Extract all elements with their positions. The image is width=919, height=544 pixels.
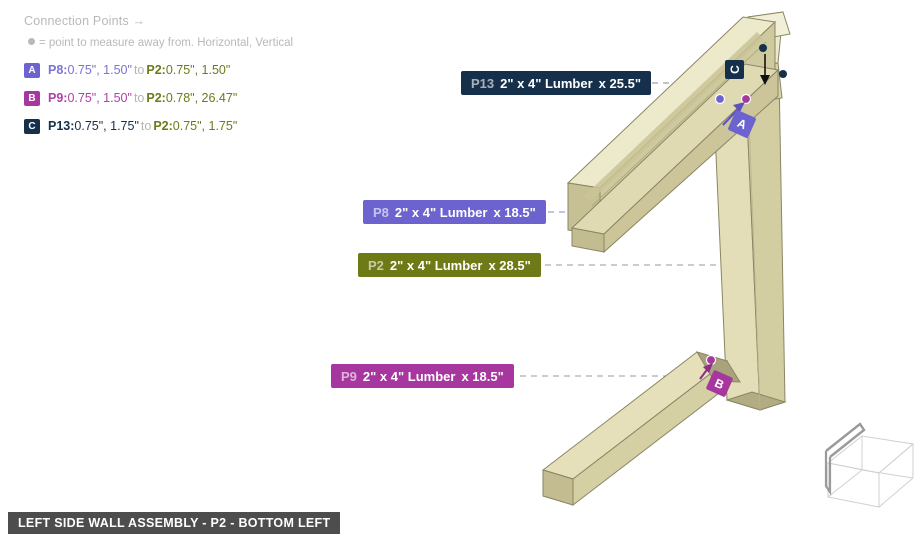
- callout-p9-material: 2" x 4" Lumber: [362, 368, 456, 384]
- callout-p13-part-id: P13: [471, 75, 495, 91]
- callout-p8-part-id: P8: [373, 204, 389, 220]
- legend-a-dest-id: P2:: [146, 63, 166, 78]
- connection-dot-a-source: [714, 93, 726, 105]
- context-wireframe-thumbnail: [824, 422, 915, 509]
- measure-point-dot-icon: [28, 38, 35, 45]
- callout-p13[interactable]: P13 2" x 4" Lumber x 25.5": [461, 71, 651, 95]
- legend-title: Connection Points →: [24, 14, 146, 28]
- legend-b-source-id: P9:: [48, 91, 68, 106]
- callout-p8-dimension: x 18.5": [493, 204, 536, 220]
- marker-badge-a: A: [727, 109, 757, 139]
- legend-b-source-values: 0.75", 1.50": [67, 91, 132, 106]
- connection-points-legend: Connection Points → = point to measure a…: [24, 14, 354, 144]
- connection-dot-a-dest: [740, 93, 752, 105]
- legend-c-dest-values: 0.75", 1.75": [172, 119, 238, 134]
- callout-p9[interactable]: P9 2" x 4" Lumber x 18.5": [331, 364, 514, 388]
- legend-badge-c: C: [24, 119, 40, 134]
- callout-p2-dimension: x 28.5": [488, 257, 531, 273]
- legend-c-join: to: [140, 119, 152, 134]
- connection-dot-c-secondary: [779, 70, 787, 78]
- callout-p9-part-id: P9: [341, 368, 357, 384]
- callout-p8-material: 2" x 4" Lumber: [394, 204, 488, 220]
- legend-subtitle-text: = point to measure away from. Horizontal…: [39, 37, 294, 49]
- connection-dot-c: [759, 44, 767, 52]
- callout-p13-material: 2" x 4" Lumber: [500, 75, 593, 91]
- legend-c-source-values: 0.75", 1.75": [74, 119, 139, 134]
- lumber-p13-top-plate: [743, 11, 791, 104]
- legend-a-dest-values: 0.75", 1.50": [165, 63, 231, 78]
- callout-p13-dimension: x 25.5": [598, 75, 641, 91]
- marker-badge-b: B: [705, 369, 734, 398]
- legend-a-join: to: [133, 63, 145, 78]
- legend-b-dest-id: P2:: [146, 91, 166, 106]
- callout-p2[interactable]: P2 2" x 4" Lumber x 28.5": [358, 253, 541, 277]
- legend-a-source-values: 0.75", 1.50": [67, 63, 132, 78]
- connection-dot-b: [705, 354, 717, 366]
- assembly-title-text: LEFT SIDE WALL ASSEMBLY - P2 - BOTTOM LE…: [18, 516, 331, 530]
- assembly-title-bar: LEFT SIDE WALL ASSEMBLY - P2 - BOTTOM LE…: [8, 512, 341, 534]
- legend-a-source-id: P8:: [48, 63, 68, 78]
- legend-badge-b: B: [24, 91, 40, 106]
- marker-badge-c: C: [725, 60, 744, 79]
- callout-p2-material: 2" x 4" Lumber: [389, 257, 483, 273]
- legend-subtitle: = point to measure away from. Horizontal…: [24, 37, 354, 49]
- legend-c-dest-id: P2:: [153, 119, 173, 134]
- connection-marker-c-group: [759, 44, 787, 85]
- legend-badge-a: A: [24, 63, 40, 78]
- callout-p8[interactable]: P8 2" x 4" Lumber x 18.5": [363, 200, 546, 224]
- callout-p2-part-id: P2: [368, 257, 384, 273]
- legend-b-dest-values: 0.78", 26.47": [165, 91, 238, 106]
- legend-b-join: to: [133, 91, 145, 106]
- legend-c-source-id: P13:: [48, 119, 75, 134]
- callout-p9-dimension: x 18.5": [461, 368, 504, 384]
